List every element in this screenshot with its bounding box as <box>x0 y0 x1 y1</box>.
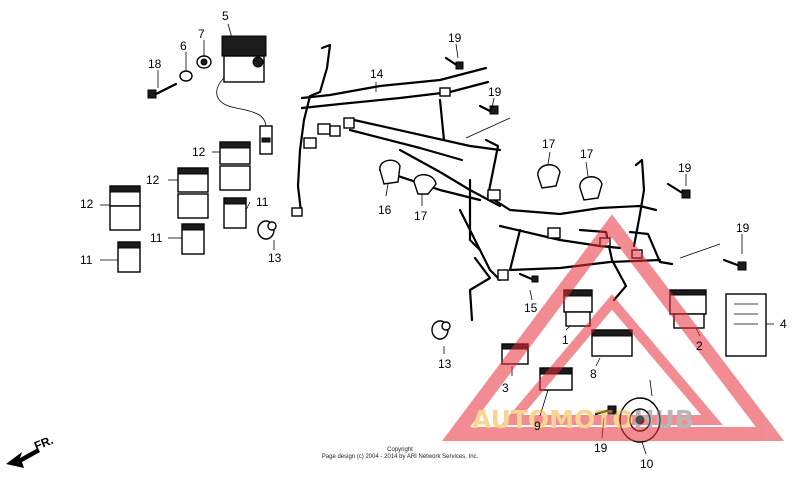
part-label-16: 16 <box>378 203 392 217</box>
part-label-5: 5 <box>222 9 229 23</box>
watermark-triangle-outer <box>442 214 785 441</box>
part-label-2: 2 <box>696 339 703 353</box>
part-label-19-d: 19 <box>736 221 750 235</box>
part-label-13-b: 13 <box>438 357 452 371</box>
grommets-13 <box>257 220 451 340</box>
watermark-part1: AUTOMOTO <box>472 405 634 434</box>
part-label-6: 6 <box>180 39 187 53</box>
relay-cluster <box>109 141 251 273</box>
part-label-19-a: 19 <box>448 31 462 45</box>
bolts-19 <box>444 56 747 416</box>
part-label-12-b: 12 <box>146 173 160 187</box>
watermark-part2: HUB <box>634 405 694 434</box>
front-arrow-icon <box>6 448 40 468</box>
part-label-15: 15 <box>524 301 538 315</box>
copyright-notice: Copyright Page design (c) 2004 - 2014 by… <box>300 447 500 461</box>
part-label-1: 1 <box>562 333 569 347</box>
watermark-logo: AUTOMOTOHUB <box>442 214 785 441</box>
part-label-17-b: 17 <box>542 137 556 151</box>
part-label-3: 3 <box>502 381 509 395</box>
part-label-12-a: 12 <box>192 145 206 159</box>
watermark-text: AUTOMOTOHUB <box>472 405 694 434</box>
part-label-4: 4 <box>780 317 787 331</box>
part-label-11-c: 11 <box>80 253 93 267</box>
part-label-18: 18 <box>148 57 162 71</box>
fasteners-upper-left <box>147 55 212 99</box>
part-label-17-c: 17 <box>580 147 594 161</box>
part-label-8: 8 <box>590 367 597 381</box>
unit-5 <box>216 35 273 155</box>
part-label-11-a: 11 <box>256 195 269 209</box>
clamps-16-17 <box>379 159 603 201</box>
part-label-19-e: 19 <box>594 441 608 455</box>
copyright-line-2: Page design (c) 2004 - 2014 by ARI Netwo… <box>321 454 479 460</box>
part-label-13-a: 13 <box>268 251 282 265</box>
part-label-17-a: 17 <box>414 209 428 223</box>
leader-lines <box>100 23 774 455</box>
part-label-12-c: 12 <box>80 197 94 211</box>
part-label-9: 9 <box>534 419 541 433</box>
part-label-19-c: 19 <box>678 161 692 175</box>
part-number-labels: 5 6 7 18 14 19 19 19 19 19 12 12 12 11 1… <box>80 9 787 471</box>
watermark-triangle-inner <box>501 294 723 425</box>
frame-stay <box>291 43 674 322</box>
front-direction-indicator: FR. <box>4 433 74 470</box>
part-label-11-b: 11 <box>150 231 163 245</box>
part-label-14: 14 <box>370 67 384 81</box>
part-label-7: 7 <box>198 27 205 41</box>
part-label-19-b: 19 <box>488 85 502 99</box>
copyright-line-1: Copyright <box>387 447 413 453</box>
part-label-10: 10 <box>640 457 654 471</box>
